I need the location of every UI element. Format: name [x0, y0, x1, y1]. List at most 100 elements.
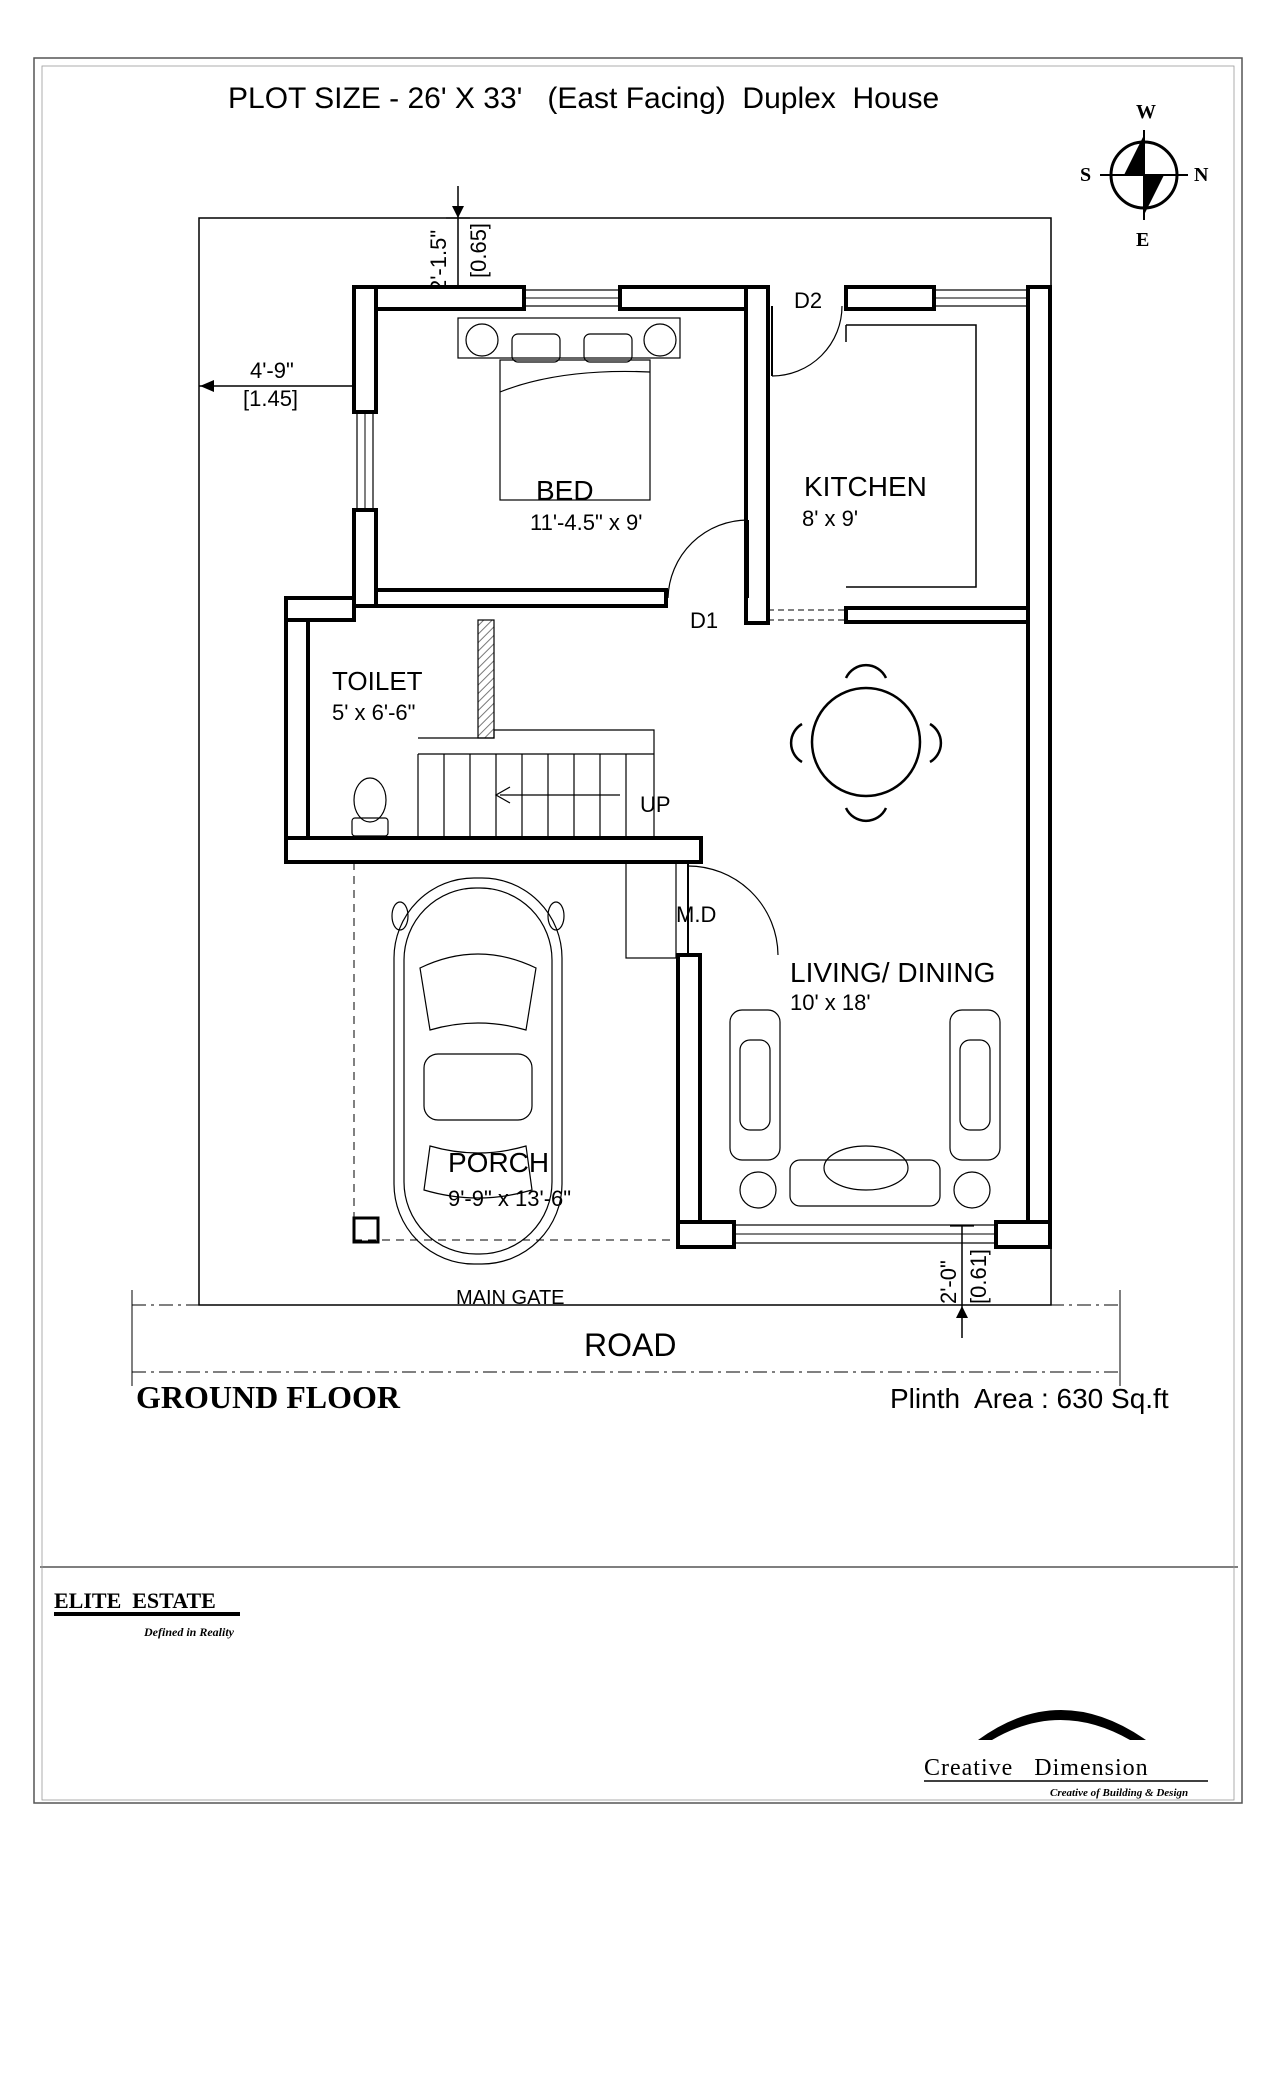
bed-pillow-right — [583, 333, 633, 363]
plot-boundary — [198, 217, 1052, 1306]
side-table-left — [739, 1171, 777, 1209]
brand-left-underline — [54, 1612, 240, 1616]
wc-fixture — [351, 777, 389, 837]
compass-s: S — [1080, 164, 1091, 186]
car-rear-window — [423, 1145, 533, 1199]
bed-headboard — [457, 317, 681, 359]
kitchen-top-wall — [844, 285, 936, 311]
kitchen-room-size: 8' x 9' — [802, 506, 858, 531]
main-door-label: M.D — [676, 902, 716, 927]
dim-bottom-arrow — [956, 1306, 968, 1318]
door-d2-swing — [771, 305, 843, 377]
stair-direction-arrow — [494, 786, 511, 804]
sofa-left — [729, 1009, 781, 1161]
dining-set — [789, 663, 943, 823]
road-label: ROAD — [584, 1327, 676, 1363]
brand-right-name: Creative Dimension — [924, 1755, 1149, 1781]
wc-bowl — [353, 777, 387, 823]
bed-pillow-left — [511, 333, 561, 363]
door-d1: D1 — [667, 519, 749, 633]
living-south-wall-right — [994, 1220, 1052, 1249]
car-mirror-right — [547, 901, 565, 931]
sofa-centre — [789, 1159, 941, 1207]
north-compass: W S N E — [1080, 101, 1209, 251]
main-door: M.D — [625, 861, 779, 959]
sofa-left-inner — [739, 1039, 771, 1131]
dimension-bottom-setback: 2'-0" [0.61] — [936, 1225, 991, 1338]
toilet-room-name: TOILET — [332, 666, 423, 696]
car — [391, 877, 565, 1265]
compass-e: E — [1136, 229, 1149, 251]
stair-landing-edge — [418, 729, 655, 838]
brand-left: ELITE ESTATE Defined in Reality — [54, 1588, 240, 1639]
brand-right: Creative Dimension Creative of Building … — [924, 1710, 1208, 1799]
living-room-size: 10' x 18' — [790, 990, 871, 1015]
porch-room-name: PORCH — [448, 1147, 549, 1178]
brand-left-tagline: Defined in Reality — [143, 1625, 235, 1639]
bed-furniture — [457, 317, 681, 501]
car-body — [393, 877, 563, 1265]
compass-needle-fill-2 — [1144, 175, 1164, 215]
dining-chair-bottom — [844, 807, 888, 823]
door-d1-swing — [667, 519, 749, 599]
dim-top-m: [0.65] — [466, 223, 491, 278]
porch-column — [352, 1216, 380, 1244]
car-windshield — [419, 953, 537, 1031]
east-wall — [1026, 285, 1052, 1249]
brand-right-tagline: Creative of Building & Design — [1050, 1787, 1188, 1799]
dim-left-arrow — [200, 380, 214, 392]
bed-room-name: BED — [536, 475, 594, 506]
floor-label: GROUND FLOOR — [136, 1379, 401, 1415]
dim-left-m: [1.45] — [243, 386, 298, 411]
porch-room-size: 9'-9" x 13'-6" — [448, 1186, 571, 1211]
bed-mattress — [499, 359, 651, 501]
living-west-wall — [676, 953, 702, 1249]
brand-right-roof-logo — [978, 1710, 1146, 1740]
plinth-area-label: Plinth Area : 630 Sq.ft — [890, 1383, 1169, 1414]
dim-left-ft: 4'-9" — [250, 358, 294, 383]
kitchen-bottom-wall — [844, 606, 1030, 624]
compass-n: N — [1194, 164, 1209, 186]
stair-up-label: UP — [640, 792, 671, 817]
door-d1-label: D1 — [690, 608, 718, 633]
bed-right-wall — [744, 285, 770, 625]
living-south-wall-left — [676, 1220, 736, 1249]
car-body-inner — [403, 887, 553, 1255]
bed-room-size: 11'-4.5" x 9' — [530, 510, 642, 535]
toilet-top-wall — [284, 596, 356, 622]
dim-bottom-m: [0.61] — [966, 1249, 991, 1304]
staircase: UP — [417, 619, 671, 838]
sofa-set — [729, 1009, 1001, 1209]
bed-blanket-fold — [499, 370, 651, 393]
bed-left-wall-lower — [352, 508, 378, 608]
dim-bottom-ft: 2'-0" — [936, 1260, 961, 1304]
kitchen-counter — [846, 324, 977, 588]
sofa-right-inner — [959, 1039, 991, 1131]
sofa-right — [949, 1009, 1001, 1161]
dining-chair-top — [844, 663, 888, 679]
compass-needle-fill — [1124, 135, 1144, 175]
outer-sheet-border — [33, 57, 1243, 1804]
bed-lamp-right — [643, 323, 677, 357]
bed-bottom-wall — [374, 588, 668, 608]
drawing-frame — [41, 65, 1235, 1801]
car-roof — [423, 1053, 533, 1121]
bed-left-wall-upper — [352, 285, 378, 414]
kitchen-room-name: KITCHEN — [804, 471, 927, 502]
main-door-step — [625, 861, 677, 959]
compass-w: W — [1136, 101, 1156, 123]
main-door-swing — [687, 865, 779, 956]
main-gate-label: MAIN GATE — [456, 1287, 565, 1309]
door-d2: D2 — [771, 288, 843, 377]
toilet-bottom-wall — [284, 836, 703, 864]
plot-title: PLOT SIZE - 26' X 33' (East Facing) Dupl… — [228, 82, 939, 115]
dining-chair-left — [789, 722, 803, 764]
walls — [284, 285, 1052, 1249]
wc-cistern — [351, 817, 389, 837]
dimension-left-setback: 4'-9" [1.45] — [199, 358, 355, 411]
toilet-outer-wall — [284, 596, 310, 864]
bed-lamp-left — [465, 323, 499, 357]
bed-top-wall-left — [352, 285, 526, 311]
side-table-right — [953, 1171, 991, 1209]
